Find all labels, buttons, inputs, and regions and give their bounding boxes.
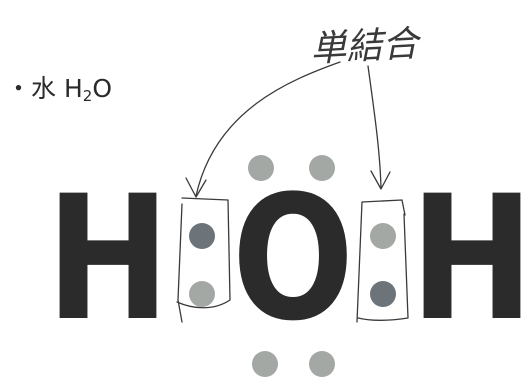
arrow-to-right-bond <box>367 65 382 189</box>
atom-oxygen: O <box>232 158 354 359</box>
arrow-to-left-bond <box>195 61 341 197</box>
electron-right-bond-top <box>370 223 396 249</box>
electron-left-bond-bottom <box>189 281 215 307</box>
formula-h: H <box>63 74 83 103</box>
atom-hydrogen-left: H <box>46 158 170 359</box>
arrow-head-left <box>185 177 207 198</box>
compound-name: 水 <box>31 74 57 103</box>
formula-o: O <box>92 74 113 103</box>
atom-hydrogen-right: H <box>410 158 531 359</box>
bullet-mark: ・ <box>6 74 32 103</box>
annotation-label: 単結合 <box>309 23 423 70</box>
electron-lone-top-left <box>248 155 274 181</box>
electron-lone-bottom-right <box>309 351 335 377</box>
electron-right-bond-bottom <box>370 281 396 307</box>
formula-heading: ・水 H2O <box>6 76 112 104</box>
arrow-head-right <box>370 170 391 190</box>
electron-lone-top-right <box>309 155 335 181</box>
formula-subscript: 2 <box>82 87 93 105</box>
electron-left-bond-top <box>189 223 215 249</box>
electron-lone-bottom-left <box>252 351 278 377</box>
bracket-left-bond <box>176 197 231 323</box>
bracket-right-bond <box>356 199 409 323</box>
